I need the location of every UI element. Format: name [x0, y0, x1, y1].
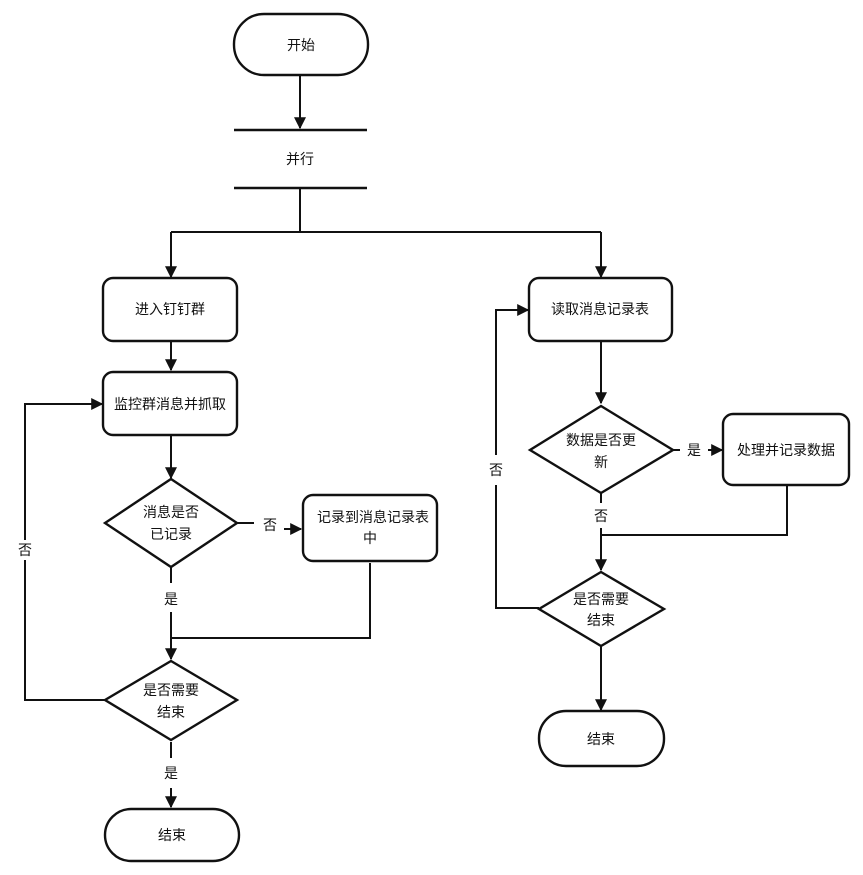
start-label: 开始 — [287, 38, 315, 54]
end-right-node: 结束 — [537, 709, 666, 768]
end-left-label: 结束 — [158, 828, 186, 844]
end-question-left-diamond — [102, 659, 240, 742]
end-question-right-diamond — [536, 570, 667, 648]
end-question-left-line1: 是否需要 — [143, 683, 199, 699]
end-question-left-node: 是否需要 结束 — [102, 659, 240, 742]
process-record-label: 处理并记录数据 — [737, 443, 835, 459]
edge-label-left-no-record: 否 — [263, 518, 277, 534]
edge-right-loop-b — [495, 304, 530, 455]
edges — [24, 76, 788, 809]
edge-left-loop-a — [24, 560, 105, 701]
end-question-right-line2: 结束 — [587, 613, 615, 629]
edge-label-left-yes-record: 是 — [164, 592, 178, 608]
record-to-table-box — [301, 493, 439, 563]
read-table-box — [527, 276, 674, 343]
data-updated-question-line1: 数据是否更 — [566, 433, 636, 449]
process-record-node: 处理并记录数据 — [721, 412, 851, 487]
edge-label-right-yes-update: 是 — [687, 443, 701, 459]
end-question-right-line1: 是否需要 — [573, 592, 629, 608]
edge-process-merge — [601, 486, 788, 536]
end-question-left-line2: 结束 — [157, 705, 185, 721]
edge-label-left-yes-end: 是 — [164, 766, 178, 782]
record-to-table-node: 记录到消息记录表 中 — [301, 493, 439, 563]
enter-group-node: 进入钉钉群 — [101, 276, 239, 343]
parallel-node: 并行 — [234, 128, 367, 190]
edge-label-right-loop-no: 否 — [489, 463, 503, 479]
enter-group-box — [101, 276, 239, 343]
end-right-label: 结束 — [587, 732, 615, 748]
edge-left-loop-b — [24, 398, 104, 540]
process-record-box — [721, 412, 851, 487]
data-updated-question-line2: 新 — [594, 455, 608, 471]
edge-right-loop-a — [495, 485, 539, 609]
end-question-right-node: 是否需要 结束 — [536, 570, 667, 648]
edge-label-left-loop-no: 否 — [18, 543, 32, 559]
monitor-label: 监控群消息并抓取 — [114, 396, 226, 413]
recorded-question-diamond — [102, 477, 240, 569]
recorded-question-node: 消息是否 已记录 — [102, 477, 240, 569]
monitor-box — [101, 370, 239, 437]
data-updated-question-node: 数据是否更 新 — [527, 404, 676, 495]
end-left-terminal-shape — [103, 807, 241, 863]
end-right-terminal-shape — [537, 709, 666, 768]
read-table-label: 读取消息记录表 — [551, 301, 649, 318]
start-terminal-shape — [232, 12, 370, 77]
edge-record-table-merge — [171, 563, 371, 639]
recorded-question-line2: 已记录 — [150, 527, 192, 543]
record-to-table-line2: 中 — [363, 531, 377, 547]
read-table-node: 读取消息记录表 — [527, 276, 674, 343]
enter-group-label: 进入钉钉群 — [135, 302, 205, 318]
parallel-label: 并行 — [286, 152, 314, 168]
data-updated-question-diamond — [527, 404, 676, 495]
start-node: 开始 — [232, 12, 370, 77]
recorded-question-line1: 消息是否 — [143, 504, 199, 521]
record-to-table-line1: 记录到消息记录表 — [317, 509, 429, 526]
edge-labels: 否 是 是 否 是 否 否 — [18, 443, 701, 782]
monitor-node: 监控群消息并抓取 — [101, 370, 239, 437]
end-left-node: 结束 — [103, 807, 241, 863]
edge-label-right-no-update: 否 — [594, 509, 608, 525]
